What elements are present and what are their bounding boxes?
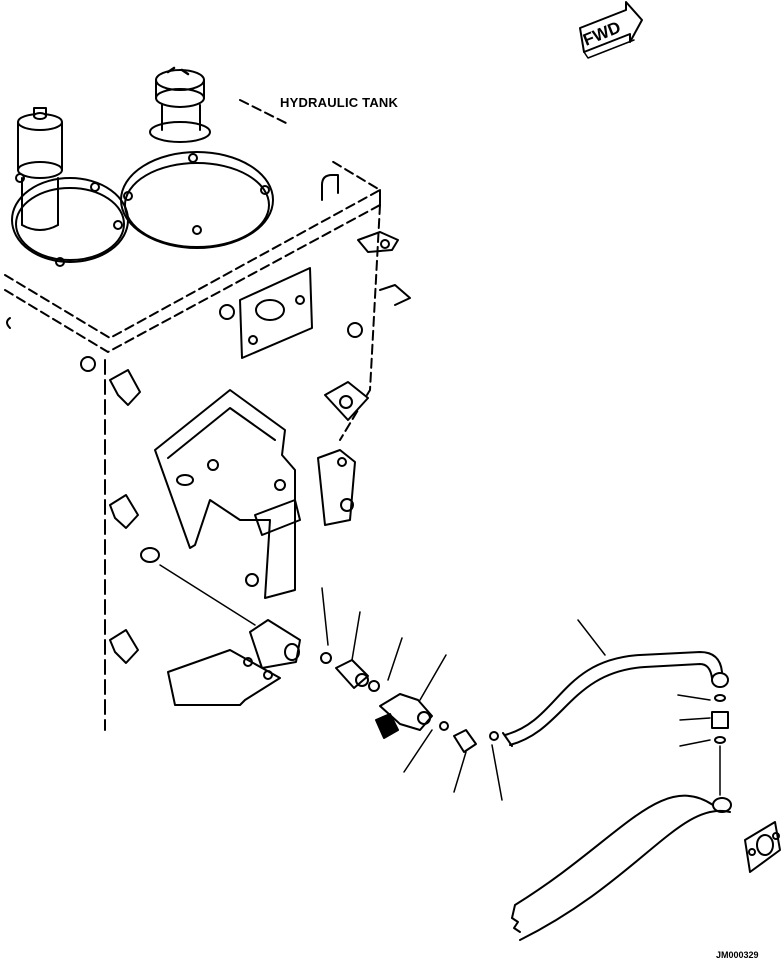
tee-fitting (375, 693, 433, 739)
straight-fitting (335, 659, 369, 689)
port-flange (324, 381, 369, 421)
breather-pipe (321, 174, 339, 201)
o-ring (320, 652, 332, 664)
suction-tube (511, 794, 781, 941)
bushing (80, 356, 96, 372)
u-clamp (317, 449, 356, 526)
diagram-title: HYDRAULIC TANK (280, 95, 399, 110)
wall-clip (109, 629, 139, 664)
hydraulic-hose (502, 651, 729, 747)
tank-bracket-upper (357, 231, 399, 253)
bushing (140, 547, 160, 563)
tank-top-plate (4, 99, 381, 731)
wall-clip (109, 369, 141, 406)
figure-code: JM000329 (716, 950, 759, 960)
tank-cover (120, 151, 274, 249)
callout-leader (321, 587, 711, 801)
lower-clamp (249, 619, 301, 669)
o-ring (714, 694, 726, 702)
fwd-arrow: FWD (579, 1, 643, 59)
bushing (219, 304, 235, 320)
o-ring (439, 721, 449, 731)
filler-cap (149, 66, 211, 143)
o-ring (714, 736, 726, 744)
inspection-plate (239, 267, 313, 359)
valve-bracket (154, 389, 301, 599)
leader-line (159, 564, 256, 626)
o-ring (368, 680, 380, 692)
elbow-fitting (453, 729, 477, 753)
filter-flange (11, 173, 129, 267)
tank-side-tab (379, 284, 411, 306)
wall-clip (109, 494, 139, 529)
bushing (347, 322, 363, 338)
adapter-fitting (711, 711, 729, 729)
filter-cylinder (17, 107, 63, 231)
o-ring (489, 731, 499, 741)
small-bracket (167, 649, 281, 706)
